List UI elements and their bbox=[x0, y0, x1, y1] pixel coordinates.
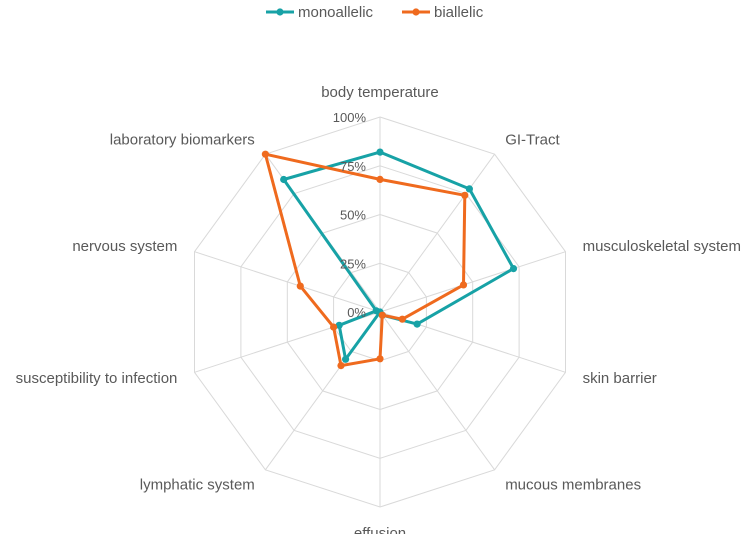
category-label-lymphatic-system: lymphatic system bbox=[140, 476, 255, 493]
data-point-biallelic-body-temperature bbox=[376, 175, 384, 183]
data-point-biallelic-effusion bbox=[376, 355, 384, 363]
grid-spoke bbox=[379, 311, 496, 471]
category-label-gi-tract: GI-Tract bbox=[505, 132, 560, 149]
tick-label-75pct: 75% bbox=[340, 159, 366, 174]
legend-swatch-marker-monoallelic bbox=[276, 8, 284, 16]
category-label-body-temperature: body temperature bbox=[321, 84, 439, 101]
legend-label-biallelic: biallelic bbox=[434, 4, 484, 21]
data-point-monoallelic-laboratory-biomarkers bbox=[280, 175, 288, 184]
data-point-biallelic-skin-barrier bbox=[398, 315, 406, 323]
category-label-laboratory-biomarkers: laboratory biomarkers bbox=[110, 132, 255, 149]
data-point-biallelic-laboratory-biomarkers bbox=[261, 150, 269, 158]
tick-label-0pct: 0% bbox=[347, 305, 366, 320]
category-label-musculoskeletal-system: musculoskeletal system bbox=[583, 238, 741, 255]
data-point-biallelic-musculoskeletal-system bbox=[459, 281, 468, 289]
data-point-monoallelic-nervous-system bbox=[372, 307, 380, 315]
category-label-susceptibility-to-infection: susceptibility to infection bbox=[16, 370, 178, 387]
legend: monoallelic biallelic bbox=[266, 4, 484, 21]
category-label-nervous-system: nervous system bbox=[72, 238, 177, 255]
tick-label-50pct: 50% bbox=[340, 208, 366, 223]
legend-label-monoallelic: monoallelic bbox=[298, 4, 374, 21]
data-point-biallelic-nervous-system bbox=[296, 282, 304, 290]
data-point-monoallelic-skin-barrier bbox=[413, 320, 421, 328]
data-point-monoallelic-body-temperature bbox=[376, 148, 384, 156]
data-point-biallelic-susceptibility-to-infection bbox=[330, 323, 338, 331]
data-point-monoallelic-lymphatic-system bbox=[342, 355, 350, 363]
grid-spoke bbox=[379, 251, 566, 313]
tick-labels: 0% 25% 50% 75% 100% bbox=[333, 110, 367, 320]
data-point-monoallelic-gi-tract bbox=[465, 185, 473, 193]
data-point-monoallelic-musculoskeletal-system bbox=[509, 265, 518, 273]
category-label-skin-barrier: skin barrier bbox=[583, 370, 657, 387]
data-point-biallelic-lymphatic-system bbox=[337, 362, 345, 370]
legend-swatch-marker-biallelic bbox=[412, 8, 420, 16]
grid-spoke bbox=[194, 251, 381, 313]
data-point-biallelic-mucous-membranes bbox=[378, 311, 386, 319]
data-point-biallelic-gi-tract bbox=[461, 191, 469, 199]
category-label-effusion: effusion bbox=[354, 525, 406, 534]
category-label-mucous-membranes: mucous membranes bbox=[505, 476, 641, 493]
grid-spoke bbox=[379, 153, 496, 313]
data-point-monoallelic-susceptibility-to-infection bbox=[335, 321, 343, 329]
tick-label-25pct: 25% bbox=[340, 256, 366, 271]
series-layer bbox=[261, 148, 518, 370]
tick-label-100pct: 100% bbox=[333, 110, 367, 125]
